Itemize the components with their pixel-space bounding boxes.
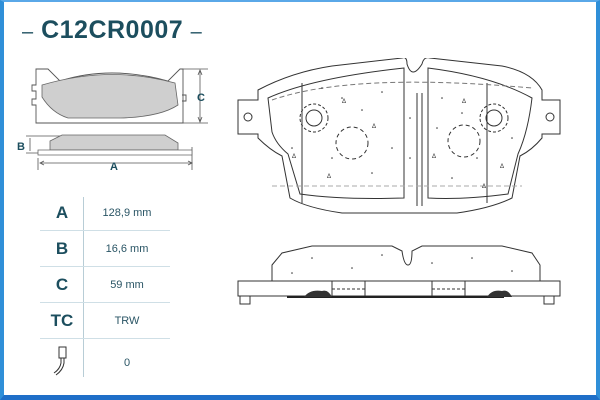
spec-key: TC [50, 310, 74, 330]
svg-text:Δ: Δ [342, 99, 346, 105]
svg-text:Δ: Δ [292, 154, 296, 160]
spec-key: C [55, 274, 69, 294]
spec-value: 16,6 mm [105, 242, 149, 255]
spec-value: 0 [123, 357, 131, 369]
dimension-diagram: C B A [17, 68, 208, 173]
svg-text:Δ: Δ [500, 164, 504, 170]
part-number: C12CR0007 [41, 16, 184, 44]
svg-text:Δ: Δ [327, 174, 331, 180]
spec-key: B [55, 238, 69, 258]
spec-key: A [55, 202, 69, 222]
spec-row-a: A 128,9 mm [40, 195, 170, 231]
wear-sensor-icon [40, 345, 84, 382]
spec-value: TRW [114, 314, 140, 327]
svg-text:A: A [110, 161, 118, 173]
spec-row-c: C 59 mm [40, 267, 170, 303]
title-dash-left: – [22, 21, 34, 43]
spec-table: A 128,9 mm B 16,6 mm C 59 mm TC TRW 0 [40, 195, 170, 387]
spec-row-b: B 16,6 mm [40, 231, 170, 267]
svg-text:Δ: Δ [372, 124, 376, 130]
spec-value: 128,9 mm [102, 206, 152, 219]
spec-row-tc: TC TRW [40, 303, 170, 339]
part-number-title: – C12CR0007 – [22, 16, 202, 45]
title-dash-right: – [190, 21, 203, 43]
spec-value: 59 mm [110, 278, 144, 291]
svg-text:C: C [197, 92, 205, 104]
spec-row-wear-sensor: 0 [40, 339, 170, 387]
svg-text:B: B [17, 141, 25, 153]
brake-pad-side-view [237, 245, 561, 305]
brake-pad-front-view: Δ Δ Δ Δ Δ Δ Δ Δ [237, 58, 561, 214]
svg-text:Δ: Δ [482, 184, 486, 190]
spec-table-divider [83, 197, 84, 377]
svg-text:Δ: Δ [432, 154, 436, 160]
svg-text:Δ: Δ [462, 99, 466, 105]
